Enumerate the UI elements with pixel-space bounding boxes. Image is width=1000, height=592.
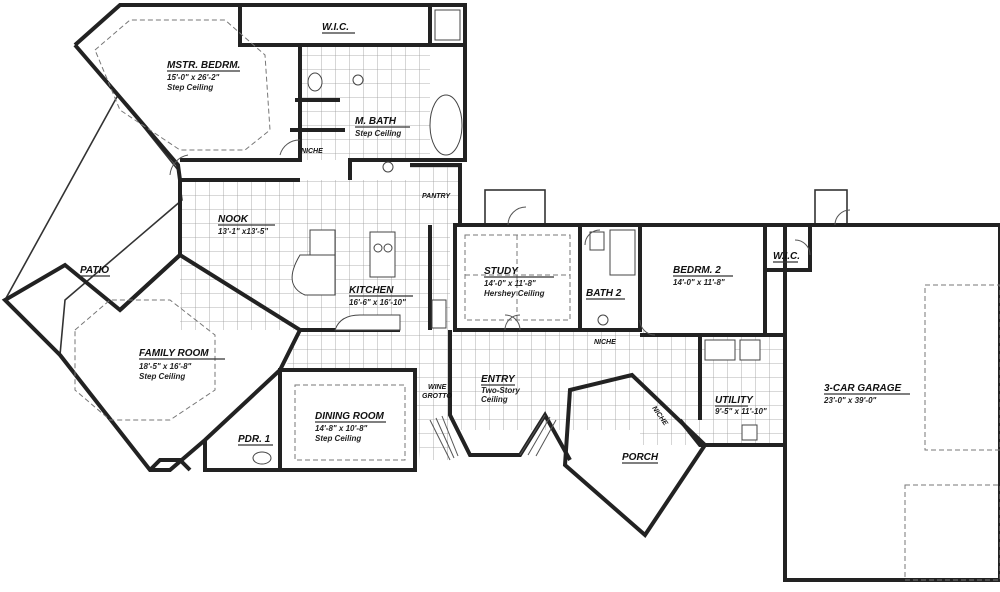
room-name: W.I.C. (322, 22, 349, 33)
room-powder: PDR. 1 (238, 434, 273, 446)
room-dims: 14'-0" x 11'-8" (673, 278, 725, 287)
room-dims: 18'-5" x 16'-8" (139, 362, 192, 371)
room-bedroom-2: BEDRM. 2 14'-0" x 11'-8" (673, 265, 733, 287)
room-name: BATH 2 (586, 288, 622, 299)
room-family: FAMILY ROOM 18'-5" x 16'-8" Step Ceiling (139, 348, 225, 381)
room-name: PDR. 1 (238, 434, 271, 445)
room-nook: NOOK 13'-1" x13'-5" (218, 214, 275, 236)
front-stoop (484, 189, 546, 226)
room-name: 3-CAR GARAGE (824, 383, 902, 394)
room-porch: PORCH (622, 452, 659, 464)
room-dims: 23'-0" x 39'-0" (823, 396, 877, 405)
doors (169, 139, 851, 336)
room-utility: UTILITY 9'-5" x 11'-10" (715, 395, 767, 416)
room-master-bedroom: MSTR. BEDRM. 15'-0" x 26'-2" Step Ceilin… (167, 60, 240, 92)
room-dims: 14'-0" x 11'-8" (484, 279, 536, 288)
room-garage: 3-CAR GARAGE 23'-0" x 39'-0" (823, 383, 910, 405)
room-study: STUDY 14'-0" x 11'-8" Hershey Ceiling (484, 266, 554, 298)
master-suite-walls (73, 3, 467, 182)
room-name: STUDY (484, 266, 519, 277)
room-name: UTILITY (715, 395, 754, 406)
niche-label: NICHE (594, 339, 616, 346)
room-note: Ceiling (481, 395, 508, 404)
room-name: KITCHEN (349, 285, 394, 296)
room-master-bath: M. BATH Step Ceiling (355, 116, 410, 138)
living-walls (1, 252, 417, 472)
garage-stoop (814, 189, 848, 226)
garage-walls (783, 223, 1000, 582)
room-bath-2: BATH 2 (586, 288, 625, 300)
east-wing-walls (453, 223, 812, 337)
staircase (429, 414, 557, 461)
room-name: ENTRY (481, 374, 516, 385)
room-dims: 14'-8" x 10'-8" (315, 424, 368, 433)
room-dims: 13'-1" x13'-5" (218, 227, 268, 236)
room-name: FAMILY ROOM (139, 348, 209, 359)
room-patio: PATIO (80, 265, 110, 277)
room-dims: 16'-6" x 16'-10" (349, 298, 406, 307)
room-entry: ENTRY Two-Story Ceiling (481, 374, 520, 404)
room-name: PORCH (622, 452, 659, 463)
room-note: Step Ceiling (355, 129, 401, 138)
room-name: PATIO (80, 265, 109, 276)
wine-label: WINE (428, 384, 447, 391)
room-name: DINING ROOM (315, 411, 385, 422)
pantry-label: PANTRY (422, 193, 451, 200)
room-note: Step Ceiling (167, 83, 213, 92)
room-note: Hershey Ceiling (484, 289, 545, 298)
room-note: Two-Story (481, 386, 520, 395)
room-name: W.I.C. (773, 251, 800, 262)
room-note: Step Ceiling (139, 372, 185, 381)
room-name: MSTR. BEDRM. (167, 60, 240, 71)
niche-label: NICHE (301, 148, 323, 155)
grotto-label: GROTTO (422, 393, 452, 400)
room-bedroom-2-wic: W.I.C. (773, 251, 800, 263)
room-note: Step Ceiling (315, 434, 361, 443)
room-dims: 15'-0" x 26'-2" (167, 73, 220, 82)
room-name: NOOK (218, 214, 249, 225)
room-name: M. BATH (355, 116, 397, 127)
room-master-wic: W.I.C. (322, 22, 355, 34)
room-name: BEDRM. 2 (673, 265, 721, 276)
room-kitchen: KITCHEN 16'-6" x 16'-10" (349, 285, 413, 307)
room-dining: DINING ROOM 14'-8" x 10'-8" Step Ceiling (315, 411, 386, 443)
room-dims: 9'-5" x 11'-10" (715, 407, 767, 416)
